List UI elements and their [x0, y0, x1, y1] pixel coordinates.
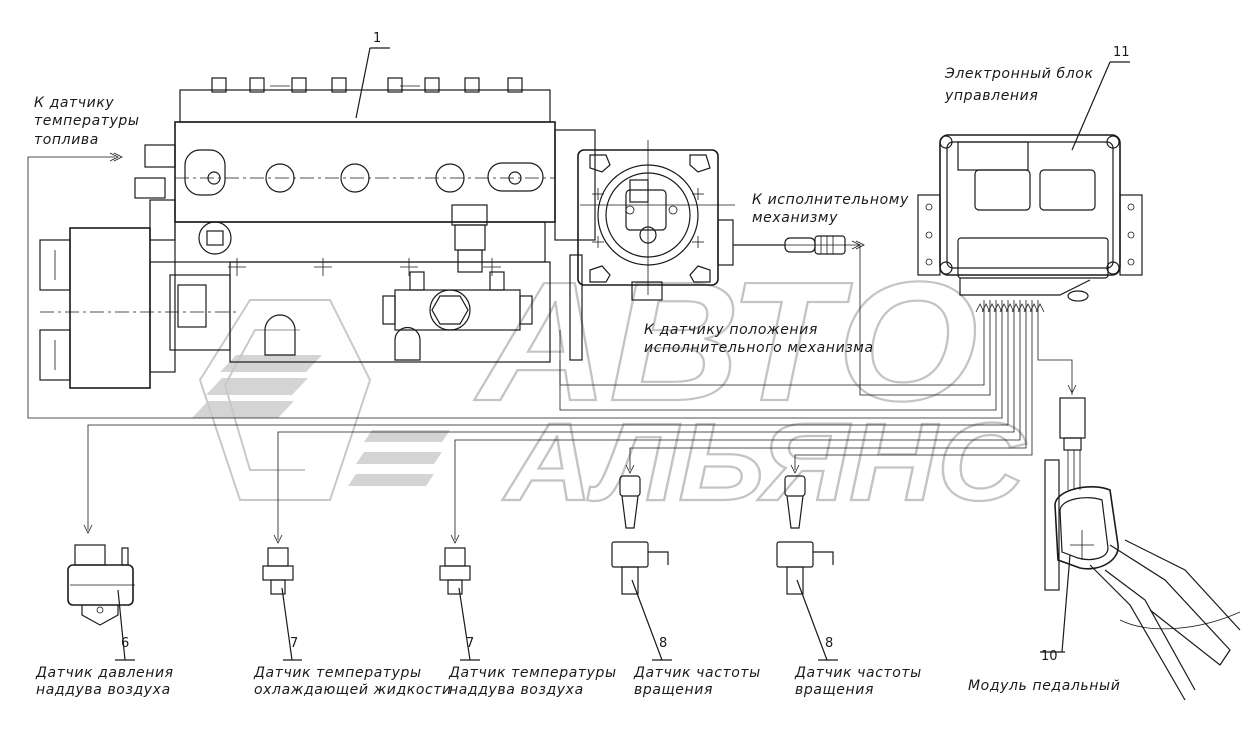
label-ecu-line1: Электронный блок [945, 66, 1094, 82]
watermark-logo: АВТО АЛЬЯНС [192, 246, 1028, 525]
callout-11: 11 [1113, 45, 1130, 60]
label-speed-sensor2-line2: вращения [795, 682, 874, 698]
label-ecu-line2: управления [945, 88, 1039, 104]
callout-8-first: 8 [659, 636, 668, 651]
pedal-module [1044, 397, 1241, 701]
fuel-injection-pump [39, 77, 596, 389]
label-actuator-position-line2: исполнительного механизма [644, 340, 874, 356]
callout-7-boost: 7 [466, 636, 475, 651]
watermark-line2: АЛЬЯНС [502, 401, 1027, 524]
label-actuator-line2: механизму [752, 210, 838, 226]
wire-arrows [83, 152, 1077, 544]
coolant-temperature-sensor [262, 547, 294, 661]
watermark-line1: АВТО [474, 247, 978, 437]
label-boost-temp-line1: Датчик температуры [449, 665, 617, 681]
callout-6: 6 [121, 636, 130, 651]
label-speed-sensor2-line1: Датчик частоты [795, 665, 922, 681]
boost-pressure-sensor [67, 544, 135, 661]
wiring-harness [27, 156, 1073, 540]
label-actuator-line1: К исполнительному [752, 192, 909, 208]
actuator-housing [569, 140, 846, 361]
label-coolant-temp-line2: охлаждающей жидкости [254, 682, 452, 698]
callout-8-second: 8 [825, 636, 834, 651]
boost-temperature-sensor [439, 547, 471, 661]
label-fuel-temp-line1: К датчику [34, 95, 115, 111]
label-boost-temp-line2: наддува воздуха [449, 682, 584, 698]
label-coolant-temp-line1: Датчик температуры [254, 665, 422, 681]
label-actuator-position-line1: К датчику положения [644, 322, 818, 338]
leader-lines [115, 47, 1130, 661]
speed-sensor-2 [776, 475, 834, 661]
label-speed-sensor1-line2: вращения [634, 682, 713, 698]
label-fuel-temp-line2: температуры [34, 113, 140, 129]
speed-sensor-1 [611, 475, 669, 661]
label-speed-sensor1-line1: Датчик частоты [634, 665, 761, 681]
label-boost-pressure-line1: Датчик давления [36, 665, 174, 681]
label-fuel-temp-line3: топлива [34, 132, 99, 148]
callout-1: 1 [373, 31, 382, 46]
label-pedal-module: Модуль педальный [968, 678, 1121, 694]
label-boost-pressure-line2: наддува воздуха [36, 682, 171, 698]
callout-10: 10 [1041, 649, 1058, 664]
electronic-control-unit [917, 134, 1143, 302]
callout-7-coolant: 7 [290, 636, 299, 651]
